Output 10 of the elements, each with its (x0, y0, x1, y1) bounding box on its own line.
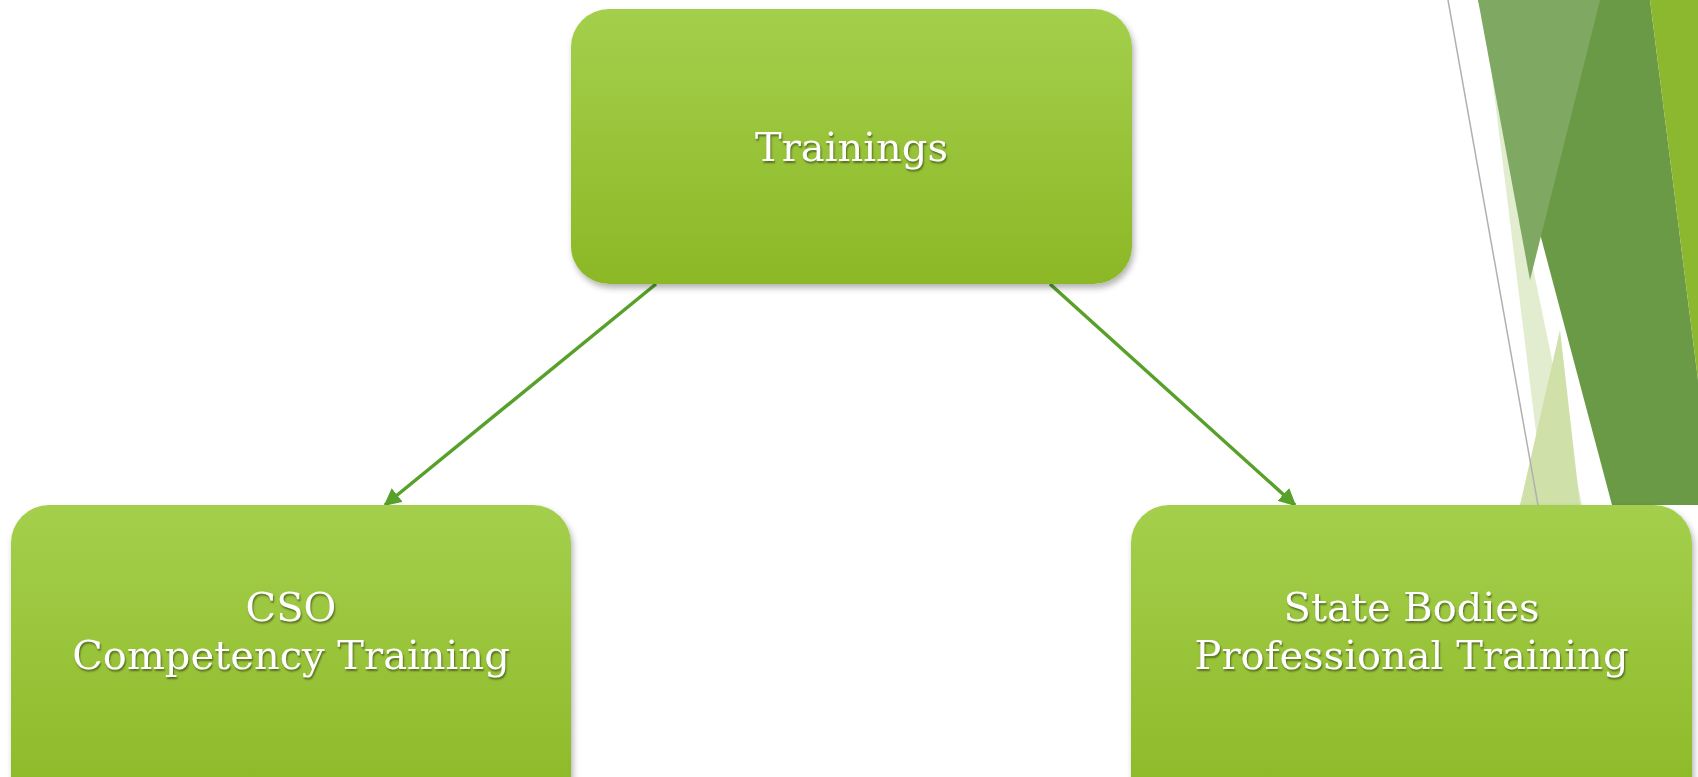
box-label: Professional Training (1194, 631, 1629, 679)
arrow (383, 282, 658, 507)
rounded-box (571, 9, 1132, 284)
box-label: Competency Training (72, 631, 510, 679)
box-label: Trainings (755, 122, 948, 171)
rounded-box (11, 505, 571, 777)
arrow (1048, 282, 1297, 507)
box-label: CSO (245, 583, 337, 631)
box-label: State Bodies (1283, 583, 1540, 631)
rounded-box (1131, 505, 1692, 777)
